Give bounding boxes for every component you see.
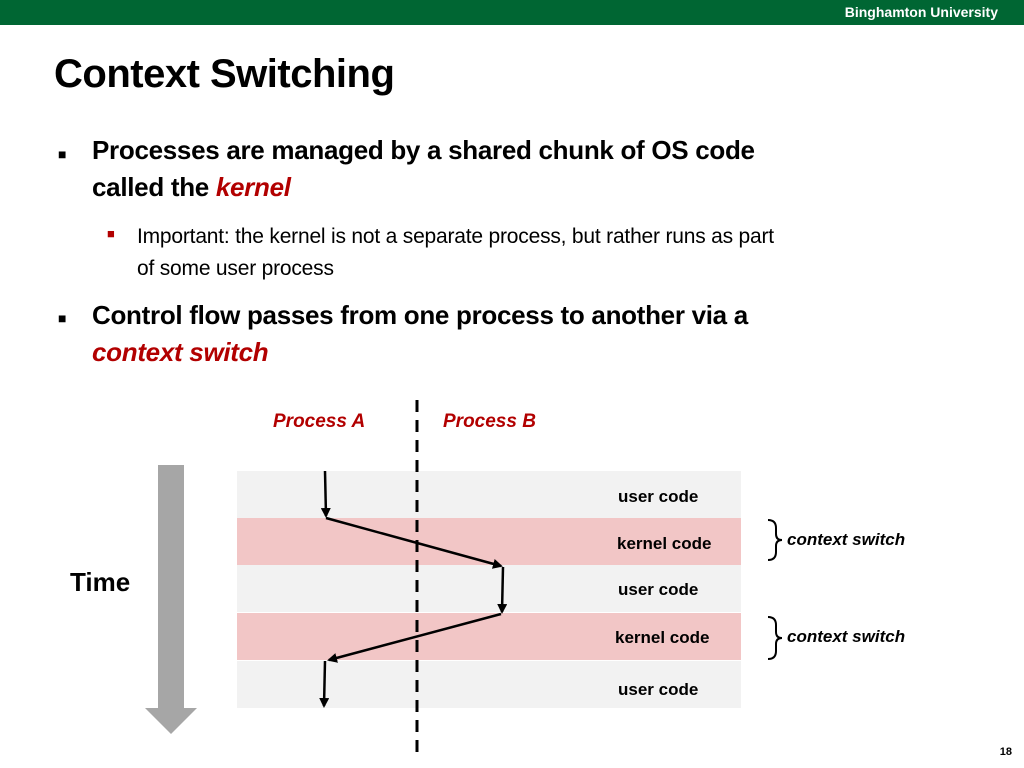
bullet-square-icon: ■ <box>58 146 67 162</box>
slide-title: Context Switching <box>54 52 395 96</box>
header-bar: Binghamton University <box>0 0 1024 25</box>
context-switch-label-1: context switch <box>787 530 906 549</box>
band-label-kernel-code: kernel code <box>615 628 710 647</box>
brace-icon-2 <box>767 616 783 660</box>
bullet-1-line-2-prefix: called the <box>92 172 216 202</box>
band-label-user-code: user code <box>618 487 699 506</box>
bullet-2-line-1: Control flow passes from one process to … <box>92 300 748 330</box>
bullet-square-icon: ■ <box>58 310 67 326</box>
band-label-kernel-code: kernel code <box>617 534 712 553</box>
sub-bullet-1-line-1: Important: the kernel is not a separate … <box>137 225 774 248</box>
brace-icon-1 <box>767 519 783 561</box>
band-user-code-2 <box>237 565 741 612</box>
sub-bullet-1-line-2: of some user process <box>137 257 334 280</box>
band-kernel-code-2 <box>237 613 741 660</box>
band-label-user-code: user code <box>618 580 699 599</box>
process-a-label: Process A <box>273 411 366 432</box>
keyword-kernel: kernel <box>215 172 291 202</box>
band-kernel-code-1 <box>237 518 741 565</box>
bullet-1: Processes are managed by a shared chunk … <box>92 132 972 206</box>
keyword-context-switch: context switch <box>92 337 269 367</box>
bullet-2: Control flow passes from one process to … <box>92 297 972 371</box>
context-switch-label-2: context switch <box>787 627 906 646</box>
time-arrow-icon <box>145 465 197 734</box>
sub-bullet-1: Important: the kernel is not a separate … <box>137 221 977 285</box>
control-flow-arrows <box>319 470 508 708</box>
bullet-1-line-1: Processes are managed by a shared chunk … <box>92 135 755 165</box>
sub-bullet-square-icon: ■ <box>107 226 115 241</box>
university-name: Binghamton University <box>844 4 998 20</box>
time-label: Time <box>70 567 131 597</box>
page-number: 18 <box>999 746 1012 758</box>
process-b-label: Process B <box>443 411 536 432</box>
band-label-user-code: user code <box>618 680 699 699</box>
